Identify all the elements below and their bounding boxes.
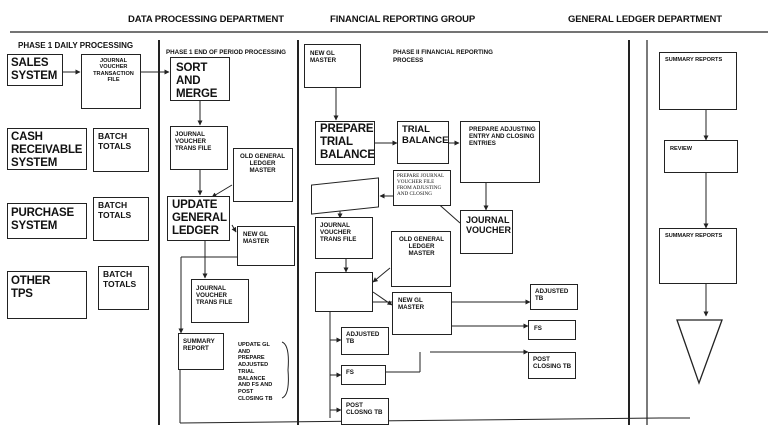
- journal-voucher-box: JOURNAL VOUCHER: [460, 210, 513, 254]
- summary-reports-1-box: SUMMARY REPORTS: [659, 52, 737, 110]
- header-financial-reporting: FINANCIAL REPORTING GROUP: [330, 14, 476, 25]
- section-phase2: PHASE II FINANCIAL REPORTING PROCESS: [393, 49, 493, 64]
- trial-balance-box: TRIAL BALANCE: [397, 121, 449, 164]
- jv-transaction-file-label: JOURNAL VOUCHER TRANSACTION FILE: [93, 58, 134, 84]
- jv-trans-file-box: JOURNAL VOUCHER TRANS FILE: [170, 126, 228, 170]
- summary-reports-1-label: SUMMARY REPORTS: [665, 57, 723, 63]
- prepare-jv-file-label: PREPARE JOURNAL VOUCHER FILE FROM ADJUST…: [397, 173, 445, 197]
- post-closing-tb-1-label: POST CLOSNG TB: [346, 402, 383, 417]
- batch-totals-1-label: BATCH TOTALS: [98, 131, 132, 151]
- fs-1-box: FS: [341, 365, 386, 385]
- header-general-ledger: GENERAL LEDGER DEPARTMENT: [568, 14, 722, 25]
- summary-report-box: SUMMARY REPORT: [178, 333, 224, 370]
- process-box: [315, 272, 373, 312]
- new-gl-master-box: NEW GL MASTER: [237, 226, 295, 266]
- adjusted-tb-2-box: ADJUSTED TB: [530, 284, 578, 310]
- purchase-system-box: PURCHASE SYSTEM: [7, 203, 87, 239]
- prepare-adjusting-box: PREPARE ADJUSTING ENTRY AND CLOSING ENTR…: [460, 121, 540, 183]
- adjusted-tb-1-box: ADJUSTED TB: [341, 327, 389, 355]
- jv-trans-file-2-label: JOURNAL VOUCHER TRANS FILE: [196, 285, 233, 307]
- update-gl-box: UPDATE GENERAL LEDGER: [167, 196, 230, 241]
- sort-merge-label: SORT AND MERGE: [176, 62, 218, 101]
- trial-balance-label: TRIAL BALANCE: [402, 124, 449, 146]
- old-gl-master-p2-label: OLD GENERAL LEDGER MASTER: [399, 236, 445, 258]
- summary-reports-2-box: SUMMARY REPORTS: [659, 228, 737, 284]
- sort-merge-box: SORT AND MERGE: [170, 57, 230, 101]
- fs-2-label: FS: [534, 325, 542, 332]
- new-gl-master-p2b-box: NEW GL MASTER: [392, 292, 452, 335]
- prepare-adjusting-label: PREPARE ADJUSTING ENTRY AND CLOSING ENTR…: [469, 126, 536, 148]
- cash-receivable-label: CASH RECEIVABLE SYSTEM: [11, 131, 83, 170]
- prepare-tb-label: PREPARE TRIAL BALANCE: [320, 123, 375, 162]
- batch-totals-3-box: BATCH TOTALS: [98, 266, 149, 310]
- adjusted-tb-1-label: ADJUSTED TB: [346, 331, 380, 346]
- jv-trans-file-p2-box: JOURNAL VOUCHER TRANS FILE: [315, 217, 373, 259]
- post-closing-tb-2-label: POST CLOSING TB: [533, 356, 572, 371]
- post-closing-tb-1-box: POST CLOSNG TB: [341, 398, 389, 425]
- other-tps-label: OTHER TPS: [11, 275, 51, 301]
- adjusted-tb-2-label: ADJUSTED TB: [535, 288, 569, 303]
- review-box: REVIEW: [664, 140, 738, 173]
- post-closing-tb-2-box: POST CLOSING TB: [528, 352, 576, 379]
- sales-system-label: SALES SYSTEM: [11, 57, 58, 83]
- sales-system-box: SALES SYSTEM: [7, 54, 63, 86]
- prepare-jv-file-box: PREPARE JOURNAL VOUCHER FILE FROM ADJUST…: [393, 170, 451, 206]
- old-gl-master-box: OLD GENERAL LEDGER MASTER: [233, 148, 293, 202]
- jv-transaction-file-box: JOURNAL VOUCHER TRANSACTION FILE: [81, 54, 141, 109]
- header-data-processing: DATA PROCESSING DEPARTMENT: [128, 14, 284, 25]
- cash-receivable-box: CASH RECEIVABLE SYSTEM: [7, 128, 87, 170]
- batch-totals-1-box: BATCH TOTALS: [93, 128, 149, 172]
- purchase-system-label: PURCHASE SYSTEM: [11, 207, 74, 233]
- other-tps-box: OTHER TPS: [7, 271, 87, 319]
- prepare-tb-box: PREPARE TRIAL BALANCE: [315, 121, 375, 165]
- fs-1-label: FS: [346, 369, 354, 376]
- file-triangle: [676, 319, 723, 385]
- update-gl-note: UPDATE GL AND PREPARE ADJUSTED TRIAL BAL…: [238, 342, 273, 402]
- summary-report-label: SUMMARY REPORT: [183, 338, 215, 353]
- new-gl-master-p2-box: NEW GL MASTER: [304, 44, 361, 88]
- old-gl-master-p2-box: OLD GENERAL LEDGER MASTER: [391, 231, 451, 287]
- summary-reports-2-label: SUMMARY REPORTS: [665, 233, 723, 239]
- old-gl-master-label: OLD GENERAL LEDGER MASTER: [240, 153, 286, 175]
- fs-2-box: FS: [528, 320, 576, 340]
- batch-totals-2-box: BATCH TOTALS: [93, 197, 149, 241]
- section-phase1-end: PHASE 1 END OF PERIOD PROCESSING: [166, 49, 286, 56]
- batch-totals-3-label: BATCH TOTALS: [103, 269, 137, 289]
- journal-voucher-label: JOURNAL VOUCHER: [466, 215, 512, 236]
- section-phase1-daily: PHASE 1 DAILY PROCESSING: [18, 41, 134, 50]
- new-gl-master-p2-label: NEW GL MASTER: [310, 50, 337, 65]
- new-gl-master-p2b-label: NEW GL MASTER: [398, 297, 425, 312]
- jv-trans-file-label: JOURNAL VOUCHER TRANS FILE: [175, 131, 212, 153]
- jv-trans-file-2-box: JOURNAL VOUCHER TRANS FILE: [191, 279, 249, 323]
- batch-totals-2-label: BATCH TOTALS: [98, 200, 132, 220]
- update-gl-label: UPDATE GENERAL LEDGER: [172, 199, 227, 238]
- new-gl-master-label: NEW GL MASTER: [243, 231, 270, 246]
- review-label: REVIEW: [670, 146, 693, 152]
- jv-trans-file-p2-label: JOURNAL VOUCHER TRANS FILE: [320, 222, 357, 244]
